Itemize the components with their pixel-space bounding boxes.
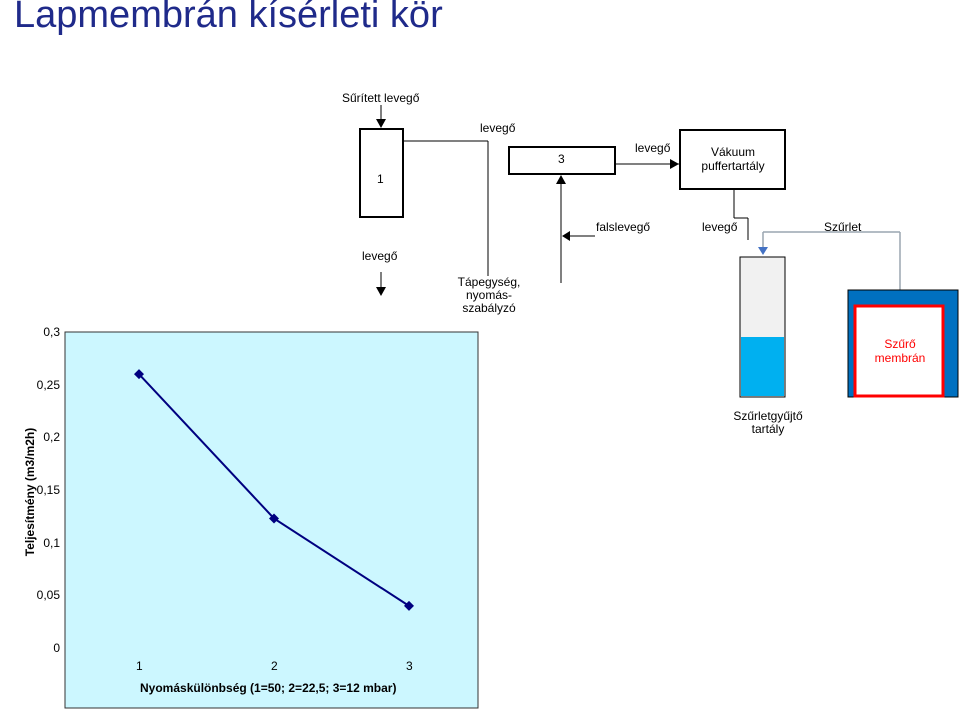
data-point-marker [404, 600, 414, 611]
y-axis-label: Teljesítmény (m3/m2h) [23, 427, 37, 557]
false-air-label: falslevegő [596, 220, 651, 234]
page-title: Lapmembrán kísérleti kör [14, 0, 443, 36]
y-tick-label: 0,05 [36, 588, 60, 603]
filter-membrane-label: Szűrő membrán [874, 337, 926, 365]
feed-unit-label: Tápegység, nyomás-szabályzó [452, 276, 526, 315]
y-tick-label: 0,1 [43, 535, 60, 550]
y-tick-label: 0 [53, 641, 60, 655]
unit-3-label: 3 [558, 152, 565, 166]
air-top-label: levegő [480, 121, 516, 135]
chart-series [134, 369, 414, 611]
vacuum-buffer-box [679, 129, 786, 190]
air-to-vacuum-label: levegő [635, 141, 671, 155]
y-tick-label: 0,2 [43, 430, 60, 445]
x-tick-label: 2 [271, 659, 278, 673]
compressed-air-label: Sűrített levegő [342, 91, 420, 105]
y-tick-label: 0,15 [36, 483, 60, 497]
air-left-label: levegő [362, 249, 398, 263]
vacuum-buffer-label: Vákuum puffertartály [701, 145, 765, 173]
filtrate-label: Szűrlet [824, 220, 862, 234]
x-tick-label: 3 [406, 659, 413, 673]
x-axis-label: Nyomáskülönbség (1=50; 2=22,5; 3=12 mbar… [140, 681, 397, 695]
air-mid-label: levegő [702, 220, 738, 234]
unit-1-label: 1 [377, 172, 384, 186]
y-tick-label: 0,3 [43, 325, 60, 339]
data-point-marker [269, 513, 279, 524]
unit-1-box [359, 128, 404, 218]
unit-3-box [508, 146, 616, 175]
data-point-marker [134, 369, 144, 380]
filtrate-tank-label: Szűrletgyűjtő tartály [733, 409, 803, 436]
x-tick-label: 1 [136, 659, 143, 673]
y-tick-label: 0,25 [36, 377, 60, 392]
